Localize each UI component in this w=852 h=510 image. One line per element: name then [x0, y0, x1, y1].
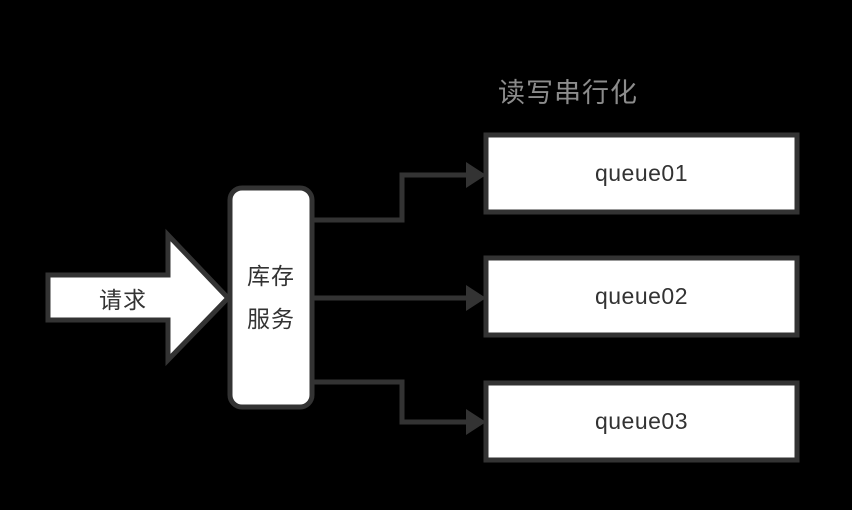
queue-box-queue02[interactable]: [483, 255, 800, 338]
queue-box-queue01[interactable]: [483, 132, 800, 215]
connector-line-queue01: [312, 172, 466, 223]
request-arrow-shape[interactable]: [45, 228, 232, 367]
arrowhead-queue03: [466, 409, 486, 435]
arrowhead-queue02: [466, 285, 486, 311]
arrowhead-queue01: [466, 162, 486, 188]
diagram-title: 读写串行化: [498, 78, 638, 108]
connector-line-queue03: [312, 379, 466, 425]
connector-service-to-queue02: [312, 285, 486, 311]
connector-service-to-queue01: [312, 162, 486, 223]
service-node-shape[interactable]: [227, 185, 315, 410]
queue-box-queue03[interactable]: [483, 380, 800, 463]
connector-service-to-queue03: [312, 379, 486, 435]
